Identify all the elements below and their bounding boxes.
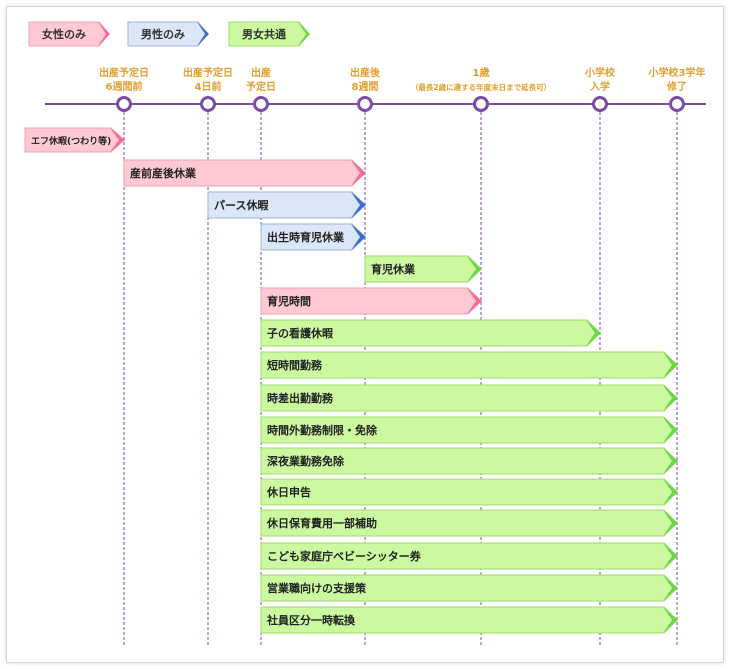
bar-arrow-tip bbox=[351, 224, 366, 250]
program-bar: パース休暇 bbox=[207, 191, 366, 219]
bar-arrow-tip bbox=[663, 417, 678, 443]
milestone-marker bbox=[669, 96, 685, 112]
milestone-label: 8週間 bbox=[352, 81, 379, 93]
program-bar: 育児休業 bbox=[364, 255, 482, 283]
bar-label: 育児休業 bbox=[371, 262, 416, 276]
program-bar: エフ休暇(つわり等) bbox=[24, 127, 125, 153]
milestone-label: 出産予定日 bbox=[99, 66, 149, 79]
program-bar: 休日申告 bbox=[260, 478, 678, 506]
bar-arrow-tip bbox=[663, 543, 678, 569]
bar-label: 深夜業勤務免除 bbox=[267, 454, 345, 468]
program-bar: 産前産後休業 bbox=[123, 159, 366, 187]
bar-arrow-tip bbox=[663, 510, 678, 536]
program-bar: 営業職向けの支援策 bbox=[260, 574, 678, 602]
milestone-label: 修了 bbox=[666, 80, 687, 93]
program-bar: 時間外勤務制限・免除 bbox=[260, 416, 678, 444]
bar-label: 出生時育児休業 bbox=[267, 230, 345, 244]
bar-label: 営業職向けの支援策 bbox=[267, 581, 367, 595]
milestone-label: 4日前 bbox=[195, 80, 222, 93]
legend-label: 女性のみ bbox=[42, 27, 86, 41]
bar-arrow-tip bbox=[663, 448, 678, 474]
bar-arrow-tip bbox=[351, 160, 366, 186]
program-bar: 休日保育費用一部補助 bbox=[260, 509, 678, 537]
milestone-marker bbox=[253, 96, 269, 112]
milestone-marker bbox=[357, 96, 373, 112]
bar-arrow-tip bbox=[663, 479, 678, 505]
program-bar: 出生時育児休業 bbox=[260, 223, 366, 251]
legend-item-male: 男性のみ bbox=[127, 21, 209, 47]
milestone-marker bbox=[473, 96, 489, 112]
milestone-label: （最長2歳に達する年度末日まで延長可） bbox=[411, 82, 551, 92]
bar-label: パース休暇 bbox=[214, 198, 268, 212]
milestone-label: 出産後 bbox=[350, 66, 381, 79]
milestone-label: 小学校 bbox=[584, 66, 616, 79]
bar-arrow-tip bbox=[467, 288, 482, 314]
bar-label: 短時間勤務 bbox=[267, 358, 323, 372]
legend-label: 男性のみ bbox=[141, 27, 185, 41]
legend-item-both: 男女共通 bbox=[228, 21, 310, 47]
program-bar: 深夜業勤務免除 bbox=[260, 447, 678, 475]
bar-label: こども家庭庁ベビーシッター券 bbox=[267, 549, 422, 563]
legend-label: 男女共通 bbox=[242, 27, 286, 41]
bar-arrow-tip bbox=[467, 256, 482, 282]
milestone-marker bbox=[592, 96, 608, 112]
bar-label: 休日申告 bbox=[266, 485, 311, 499]
bar-label: 社員区分一時転換 bbox=[266, 613, 356, 627]
milestone-label: 6週間前 bbox=[106, 80, 143, 93]
milestone-m5: 1歳 （最長2歳に達する年度末日まで延長可） bbox=[411, 66, 551, 112]
bar-body bbox=[260, 478, 678, 506]
bar-arrow-tip bbox=[110, 128, 125, 152]
milestone-m3: 出産予定日 bbox=[246, 66, 276, 112]
program-bar: 社員区分一時転換 bbox=[260, 606, 678, 634]
bar-arrow-tip bbox=[663, 385, 678, 411]
bar-arrow-tip bbox=[663, 352, 678, 378]
bar-label: 子の看護休暇 bbox=[267, 326, 333, 340]
milestone-label: 出産 bbox=[251, 66, 271, 79]
program-bar: 短時間勤務 bbox=[260, 351, 678, 379]
program-bar: 育児時間 bbox=[260, 287, 482, 315]
milestone-label: 1歳 bbox=[473, 66, 490, 79]
bar-label: 時差出勤勤務 bbox=[267, 391, 334, 405]
bar-label: 休日保育費用一部補助 bbox=[266, 516, 377, 530]
bar-arrow-tip bbox=[586, 320, 601, 346]
program-bar: 子の看護休暇 bbox=[260, 319, 601, 347]
bar-arrow-tip bbox=[663, 575, 678, 601]
legend-arrow-tip bbox=[197, 22, 209, 46]
milestone-marker bbox=[200, 96, 216, 112]
bar-arrow-tip bbox=[663, 607, 678, 633]
program-bar: 時差出勤勤務 bbox=[260, 384, 678, 412]
legend-arrow-tip bbox=[98, 22, 110, 46]
program-bar: こども家庭庁ベビーシッター券 bbox=[260, 542, 678, 570]
bar-label: 時間外勤務制限・免除 bbox=[267, 423, 378, 437]
milestone-marker bbox=[116, 96, 132, 112]
milestone-label: 予定日 bbox=[246, 80, 276, 93]
milestone-label: 小学校3学年 bbox=[648, 66, 706, 79]
bar-label: 育児時間 bbox=[267, 294, 311, 308]
milestone-label: 入学 bbox=[590, 80, 610, 93]
legend-arrow-tip bbox=[298, 22, 310, 46]
bar-label: エフ休暇(つわり等) bbox=[31, 135, 111, 147]
milestone-label: 出産予定日 bbox=[183, 66, 233, 79]
legend-item-female: 女性のみ bbox=[28, 21, 110, 47]
bar-arrow-tip bbox=[351, 192, 366, 218]
bar-label: 産前産後休業 bbox=[130, 166, 197, 180]
milestone-m4: 出産後 8週間 bbox=[350, 66, 381, 112]
bar-body bbox=[260, 351, 678, 379]
